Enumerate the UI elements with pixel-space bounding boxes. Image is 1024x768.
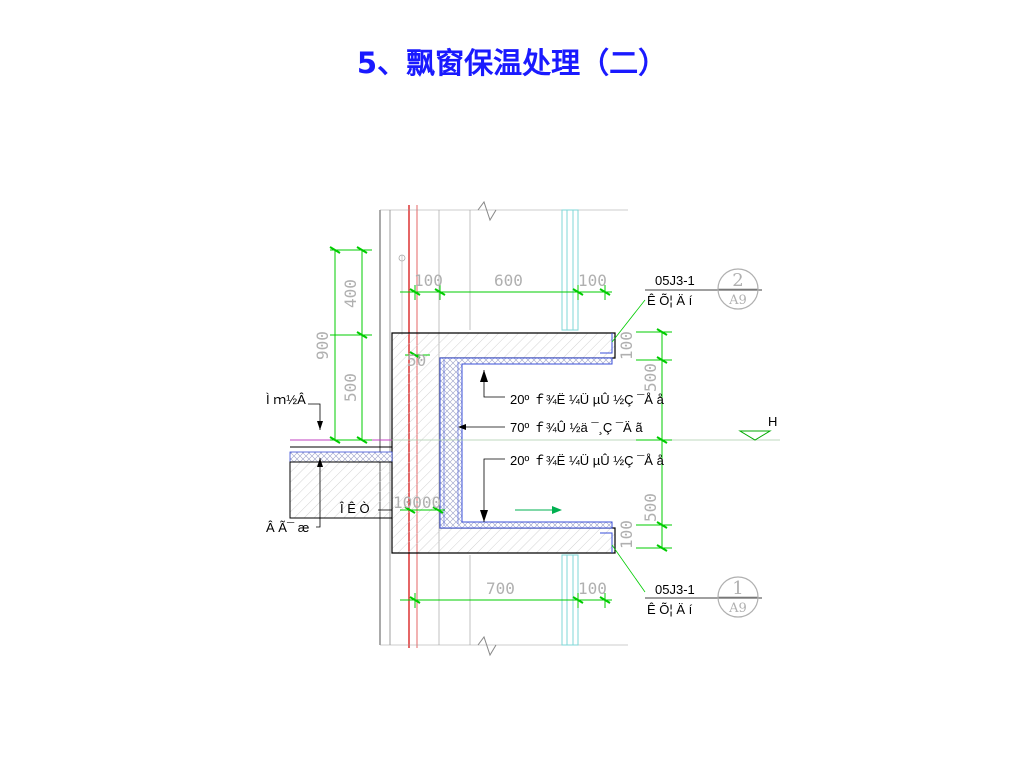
leader-arrow-left-top (317, 421, 323, 430)
callout-left-3: Â Ã¯ æ (266, 520, 309, 535)
leader-arrow-top (480, 370, 488, 382)
level-line: H (392, 414, 780, 441)
dim-900: 900 (313, 331, 332, 360)
dim-400: 400 (341, 279, 360, 308)
callout-layer-3: 20º ｆ¾Ë ¼Ü µÛ ½Ç ¯Å å (510, 453, 665, 468)
dim-50: 50 (407, 351, 426, 370)
ref-top-code: 05J3-1 (655, 273, 695, 288)
insulation-layer (439, 357, 613, 529)
dim-500-right-top: 500 (641, 363, 660, 392)
dim-500-right-bottom: 500 (641, 493, 660, 522)
ref-bottom: 05J3-1 Ê Õ¦ Ä í 1 A9 (647, 576, 759, 618)
ref-leaders (611, 299, 646, 593)
callout-left-2: Î Ê Ò (339, 501, 370, 516)
leader-arrow-bottom (480, 510, 488, 522)
flow-arrow (515, 506, 562, 514)
callout-left-1: Ì ｍ½Â (266, 392, 306, 407)
dim-100-top-left: 100 (414, 271, 443, 290)
slide-title: 5、飘窗保温处理（二） (356, 46, 668, 80)
dim-100-right-top: 100 (617, 331, 636, 360)
dim-100-right-bottom: 100 (617, 520, 636, 549)
dimension-texts: 100 600 100 400 900 500 50 10000 100 500… (313, 271, 660, 598)
level-mark: H (768, 414, 777, 429)
ref-bottom-text: Ê Õ¦ Ä í (647, 602, 693, 617)
callout-layer-1: 20º ｆ¾Ë ¼Ü µÛ ½Ç ¯Å å (510, 392, 665, 407)
dim-500-left: 500 (341, 373, 360, 402)
dim-100-bottom: 100 (578, 579, 607, 598)
callout-layer-2: 70º ｆ¾Û ½ä ¯¸Ç ¯Ä ã (510, 420, 643, 435)
window-glass-top (561, 209, 579, 331)
floor-slab-left (289, 439, 393, 519)
ref-top-text: Ê Õ¦ Ä í (647, 293, 693, 308)
dim-700: 700 (486, 579, 515, 598)
dim-600: 600 (494, 271, 523, 290)
ref-bottom-number: 1 (732, 578, 743, 599)
ref-bottom-sheet: A9 (728, 601, 747, 616)
dim-100-top-right: 100 (578, 271, 607, 290)
ref-top: 05J3-1 Ê Õ¦ Ä í 2 A9 (647, 268, 759, 310)
ref-bottom-code: 05J3-1 (655, 582, 695, 597)
leader-arrow-left-bottom (317, 458, 323, 467)
dim-10000: 10000 (393, 493, 441, 512)
ref-top-number: 2 (732, 270, 743, 291)
leader-arrow-middle (458, 424, 466, 430)
ref-top-sheet: A9 (728, 293, 747, 308)
dimension-ticks (329, 246, 668, 604)
